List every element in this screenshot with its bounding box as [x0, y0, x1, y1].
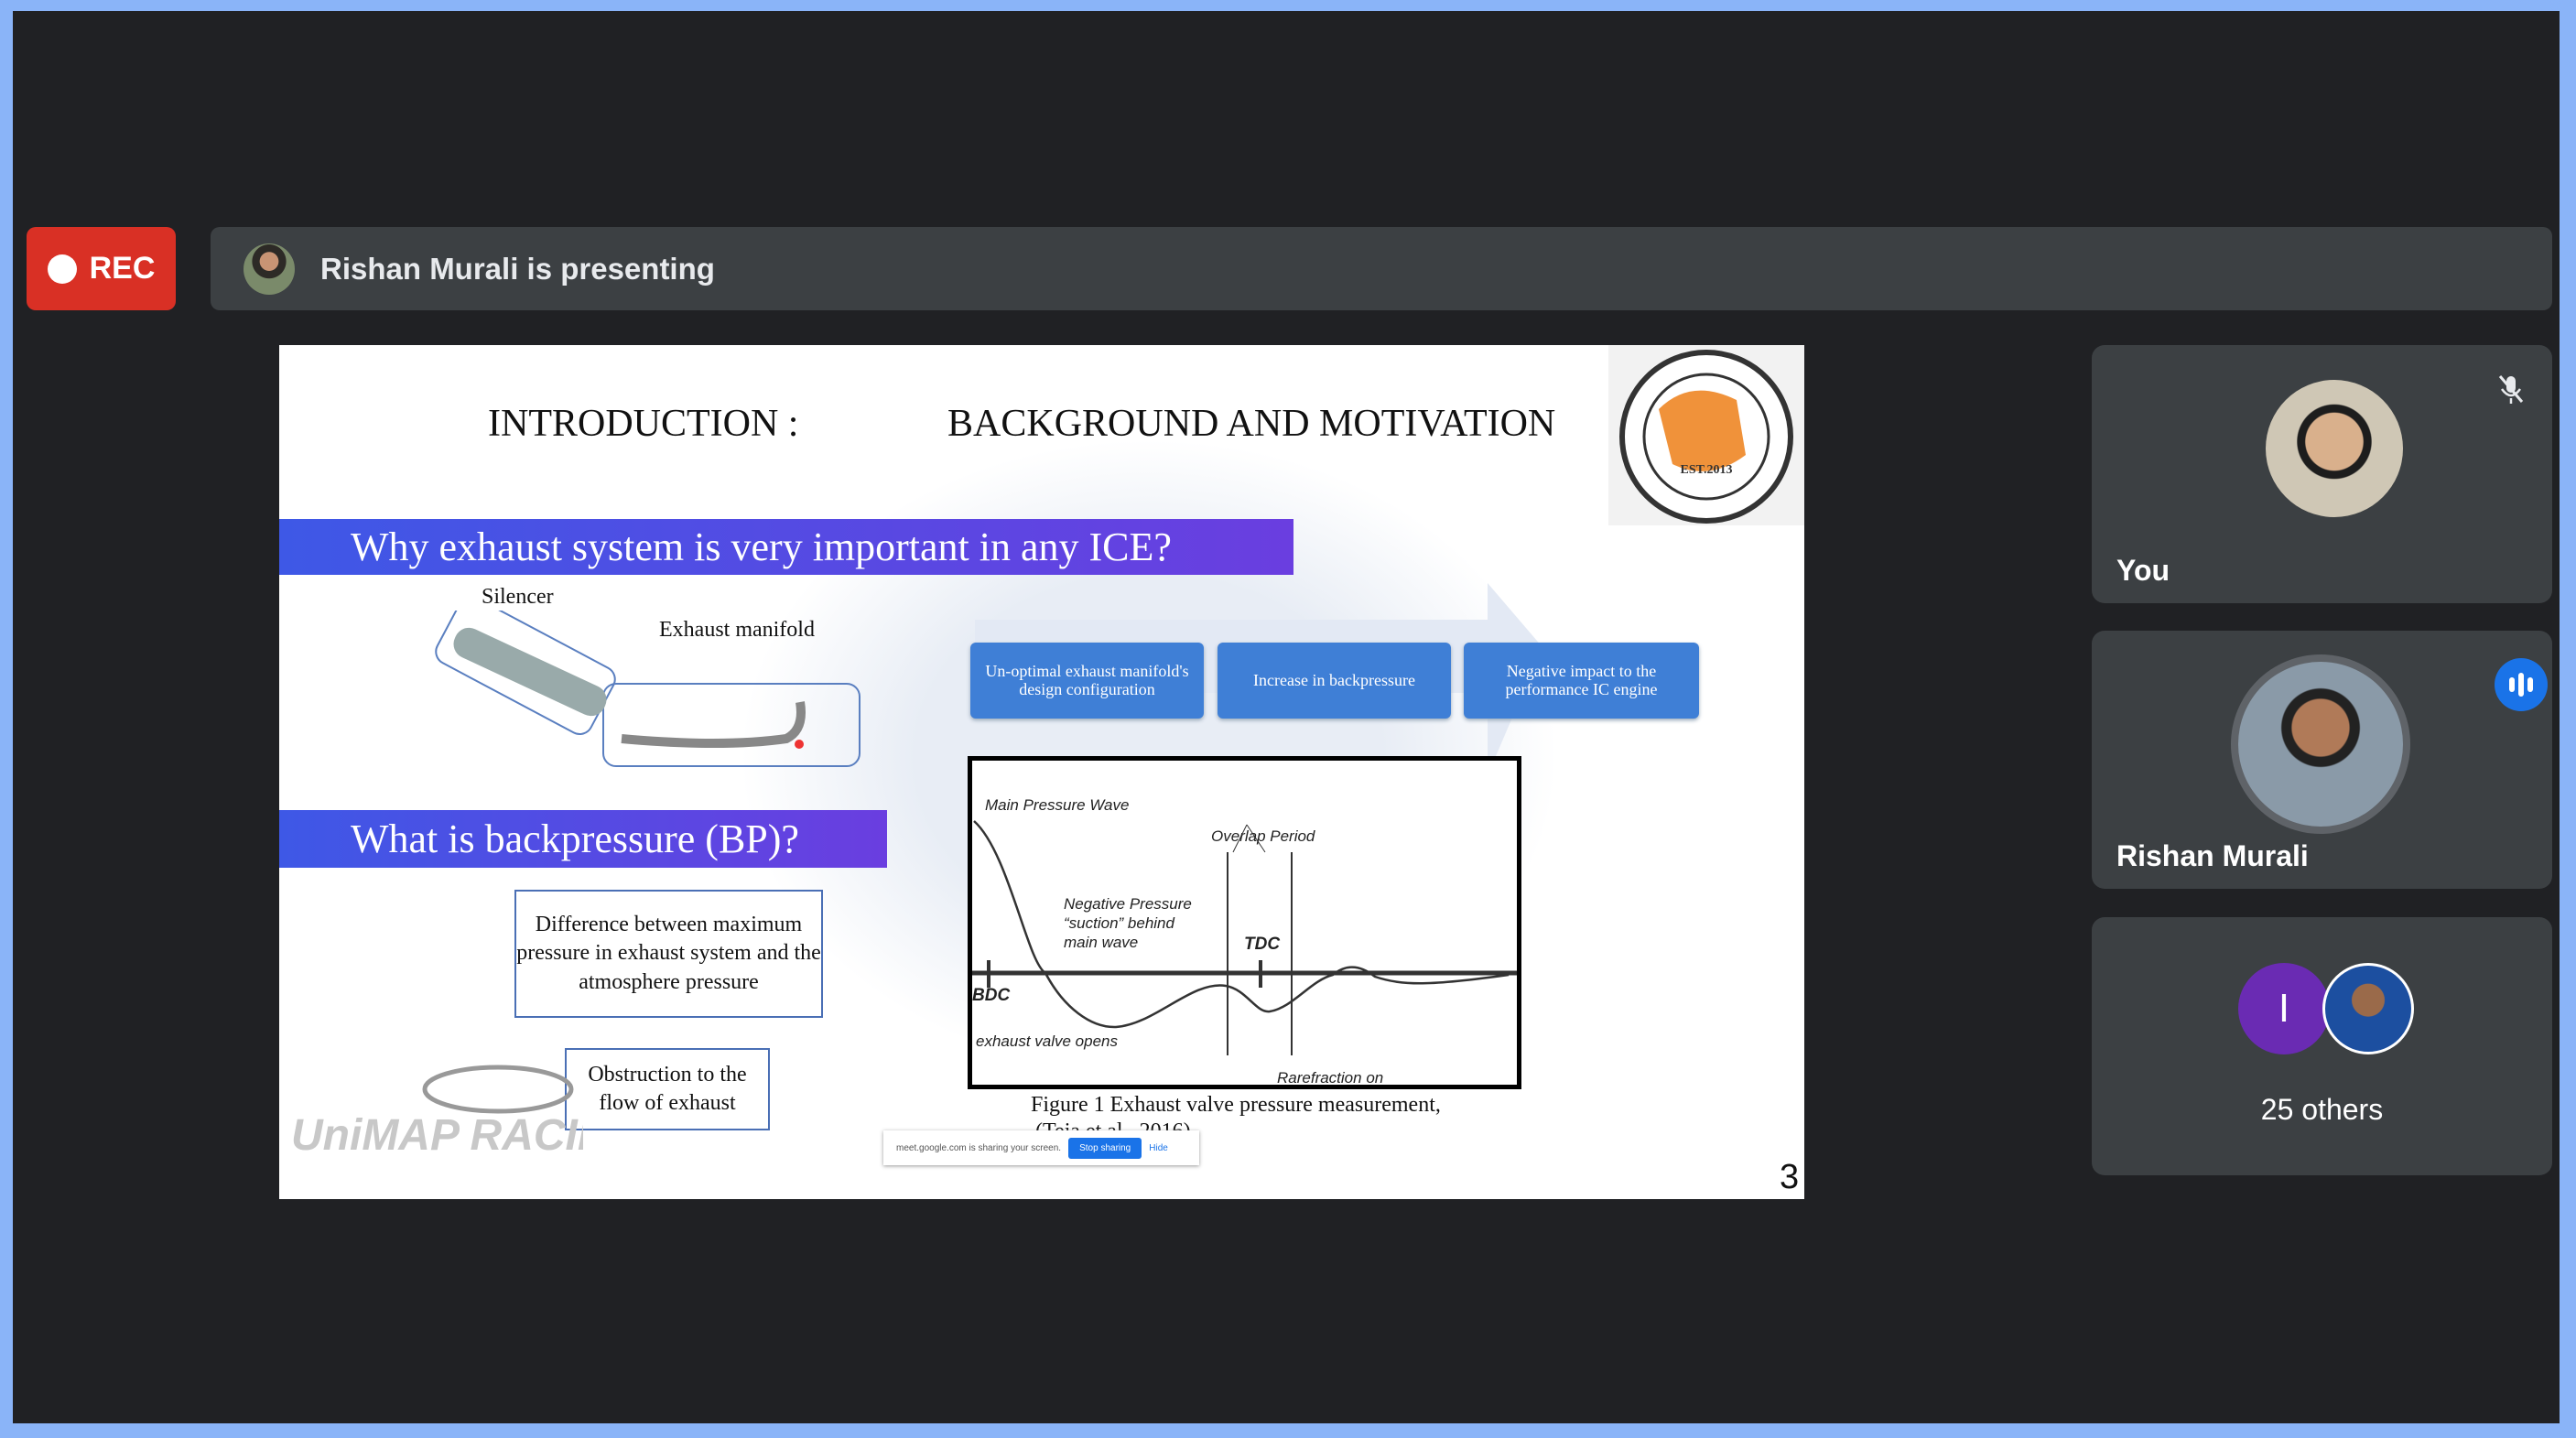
recording-badge: REC — [27, 227, 176, 310]
banner-backpressure: What is backpressure (BP)? — [279, 810, 887, 868]
presenter-bar: Rishan Murali is presenting — [211, 227, 2552, 310]
screen-share-bar: meet.google.com is sharing your screen. … — [883, 1130, 1199, 1165]
exhaust-illustration — [411, 596, 878, 775]
avatar-you — [2266, 380, 2403, 517]
presenter-title: Rishan Murali is presenting — [320, 251, 715, 286]
figure-caption: Figure 1 Exhaust valve pressure measurem… — [1031, 1093, 1441, 1117]
manifold-label: Exhaust manifold — [659, 618, 815, 642]
figure-caption-citation: (Teja et al., 2016) — [1035, 1119, 1191, 1132]
avatar-rishan — [2238, 662, 2403, 827]
racing-circuit-logo: UniMAP RACING — [287, 1062, 644, 1161]
avatar-ring — [2231, 654, 2410, 834]
flow-step-2: Increase in backpressure — [1218, 643, 1451, 719]
participant-tile-you[interactable]: You — [2092, 345, 2552, 603]
page-number: 3 — [1780, 1158, 1800, 1196]
stop-sharing-button[interactable]: Stop sharing — [1068, 1137, 1142, 1159]
pressure-figure: Main Pressure Wave Overlap Period Negati… — [968, 756, 1521, 1089]
meeting-stage: REC Rishan Murali is presenting INTRODUC… — [13, 11, 2560, 1423]
definition-box: Difference between maximum pressure in e… — [514, 890, 823, 1018]
others-count: 25 others — [2260, 1093, 2384, 1126]
label-negative-1: Negative Pressure — [1064, 895, 1192, 913]
label-overlap: Overlap Period — [1211, 827, 1315, 845]
avatar-other — [2322, 963, 2414, 1054]
share-message: meet.google.com is sharing your screen. — [896, 1142, 1062, 1153]
participant-name-presenter: Rishan Murali — [2116, 839, 2309, 872]
flow-step-1: Un-optimal exhaust manifold's design con… — [970, 643, 1204, 719]
presenter-avatar — [244, 243, 295, 295]
research-unit-logo: EST.2013 — [1608, 345, 1804, 525]
mic-off-icon — [2493, 371, 2529, 407]
svg-text:EST.2013: EST.2013 — [1681, 463, 1733, 477]
participant-name-you: You — [2116, 554, 2170, 587]
label-rarefraction: Rarefraction on — [1277, 1069, 1383, 1085]
flow-step-3: Negative impact to the performance IC en… — [1464, 643, 1699, 719]
participant-tile-rishan[interactable]: Rishan Murali — [2092, 631, 2552, 889]
banner-why-exhaust: Why exhaust system is very important in … — [279, 519, 1293, 575]
slide-title-left: INTRODUCTION : — [488, 403, 799, 445]
label-bdc: BDC — [972, 986, 1010, 1005]
label-negative-3: main wave — [1064, 934, 1138, 951]
presentation-slide: INTRODUCTION : BACKGROUND AND MOTIVATION… — [279, 345, 1804, 1199]
label-tdc: TDC — [1244, 935, 1280, 954]
hide-button[interactable]: Hide — [1149, 1142, 1168, 1153]
silencer-label: Silencer — [482, 585, 554, 609]
obstruction-box: Obstruction to the flow of exhaust — [565, 1048, 770, 1130]
slide-title-right: BACKGROUND AND MOTIVATION — [947, 403, 1556, 445]
svg-text:UniMAP RACING: UniMAP RACING — [291, 1111, 583, 1160]
record-dot-icon — [47, 254, 77, 284]
label-main-wave: Main Pressure Wave — [985, 796, 1129, 814]
avatar-initial: I — [2238, 963, 2330, 1054]
participant-tile-others[interactable]: I 25 others — [2092, 917, 2552, 1175]
speaking-indicator-icon — [2495, 658, 2548, 711]
rec-label: REC — [89, 251, 156, 286]
label-evo: exhaust valve opens — [976, 1033, 1118, 1050]
label-negative-2: “suction” behind — [1064, 914, 1175, 932]
